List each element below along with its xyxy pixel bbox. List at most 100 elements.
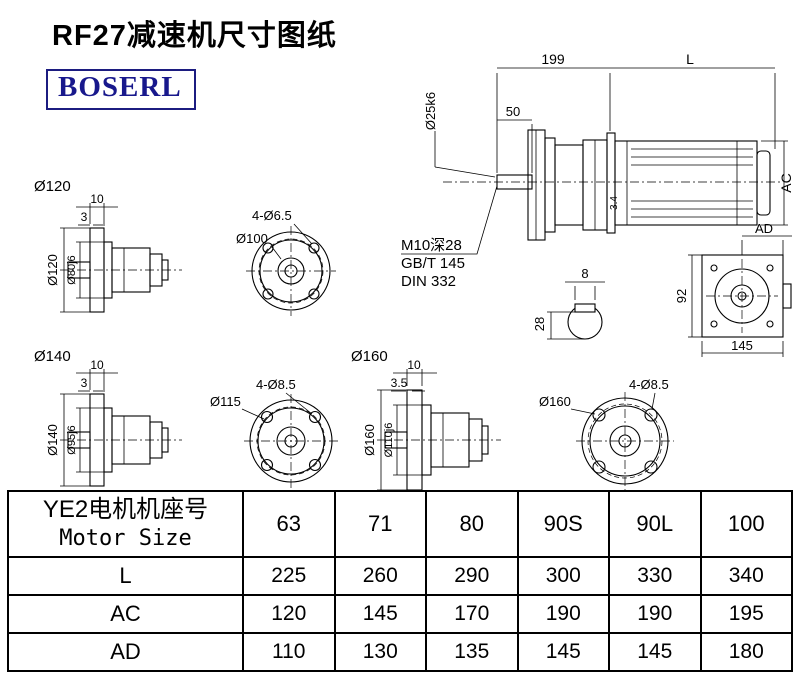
dim-ad: AD — [741, 221, 792, 255]
face-circles — [576, 392, 674, 490]
flange-140-title: Ø140 — [34, 348, 71, 365]
brand-logo-text: BOSERL — [58, 71, 182, 103]
dim-shaft-diameter: Ø25k6 — [423, 92, 496, 178]
dim-ad-label: AD — [755, 221, 773, 236]
dim-flange-thickness: 10 — [76, 358, 118, 390]
row-label-AD: AD — [7, 632, 244, 672]
bolt-holes-label: 4-Ø8.5 — [629, 377, 669, 392]
dim-step: 3 — [78, 376, 105, 392]
header-label-cn: YE2电机机座号 — [42, 496, 209, 523]
standard-note-din: DIN 332 — [401, 273, 456, 290]
size-column-90S: 90S — [516, 490, 610, 558]
flange-160-title: Ø160 — [351, 348, 388, 365]
flange-140-side-view: Ø140 10 3 Ø140 — [34, 348, 182, 487]
dim-10-label: 10 — [90, 358, 104, 372]
dim-50: 50 — [497, 104, 533, 173]
size-column-80: 80 — [425, 490, 519, 558]
dim-step: 3 — [78, 210, 105, 226]
dim-10-label: 10 — [407, 358, 421, 372]
dim-92: 92 — [674, 254, 702, 338]
dim-od-label: Ø120 — [45, 254, 60, 286]
flange-160-side-view: Ø160 10 3.5 Ø160 — [351, 348, 501, 491]
flange-od-label: Ø160 — [539, 394, 571, 409]
table-row-AC: AC 120 145 170 190 190 195 — [7, 594, 793, 634]
dim-3-label: 3.5 — [391, 376, 408, 390]
bolt-holes-label: 4-Ø6.5 — [252, 208, 292, 223]
dim-flange-thickness: 10 — [76, 192, 118, 224]
flange-face-view-160: Ø160 4-Ø8.5 — [539, 377, 674, 490]
flange-120-title: Ø120 — [34, 178, 71, 195]
table-cell: 260 — [333, 556, 427, 596]
flange-face-view-115: Ø115 4-Ø8.5 — [210, 377, 338, 488]
table-cell: 340 — [699, 556, 793, 596]
motor-end-view: AD 92 145 — [674, 221, 792, 357]
table-cell: 170 — [425, 594, 519, 634]
dim-199-label: 199 — [541, 51, 565, 67]
table-row-L: L 225 260 290 300 330 340 — [7, 556, 793, 596]
table-cell: 225 — [242, 556, 336, 596]
dim-50-label: 50 — [506, 104, 520, 119]
gearbox-housing — [527, 129, 616, 241]
dim-145: 145 — [701, 338, 784, 357]
end-view-body — [701, 254, 792, 338]
table-cell: 145 — [608, 632, 702, 672]
page-title: RF27减速机尺寸图纸 — [52, 20, 337, 52]
dim-key-width: 8 — [565, 266, 605, 300]
table-cell: 130 — [333, 632, 427, 672]
table-cell: 290 — [425, 556, 519, 596]
motor-size-header-cell: YE2电机机座号 Motor Size — [7, 490, 244, 558]
bolt-circle-label: Ø115 — [210, 394, 241, 409]
table-cell: 190 — [608, 594, 702, 634]
output-shaft — [496, 174, 533, 190]
row-label-L: L — [7, 556, 244, 596]
dim-spigot-label: Ø80j6 — [66, 255, 78, 284]
dim-bolt-circle: Ø115 — [210, 394, 265, 420]
table-cell: 135 — [425, 632, 519, 672]
dim-8-label: 8 — [581, 266, 588, 281]
face-circles — [246, 226, 336, 316]
dim-od-label: Ø160 — [362, 424, 377, 456]
size-column-100: 100 — [699, 490, 793, 558]
table-header-row: YE2电机机座号 Motor Size 63 71 80 90S 90L 100 — [7, 490, 793, 558]
motor-body — [614, 140, 771, 226]
brand-logo: BOSERL — [46, 69, 196, 110]
shaft-section — [567, 303, 603, 340]
row-label-AC: AC — [7, 594, 244, 634]
main-assembly-drawing: 199 L 50 Ø25k6 — [401, 51, 794, 290]
flange-body — [60, 227, 182, 313]
thread-note: M10深28 — [401, 237, 462, 254]
table-row-AD: AD 110 130 135 145 145 180 — [7, 632, 793, 672]
dim-28-label: 28 — [532, 317, 547, 331]
size-column-63: 63 — [242, 490, 336, 558]
dim-bolt-holes: 4-Ø8.5 — [256, 377, 313, 415]
table-cell: 195 — [699, 594, 793, 634]
standard-note-gb: GB/T 145 — [401, 255, 465, 272]
dim-L-label: L — [686, 51, 694, 67]
dim-step: 3.5 — [391, 376, 425, 392]
thread-notes: M10深28 GB/T 145 DIN 332 — [401, 185, 498, 290]
dim-spigot-label: Ø110j6 — [383, 423, 395, 458]
dim-92-label: 92 — [674, 289, 689, 303]
dim-bolt-holes: 4-Ø8.5 — [629, 377, 669, 410]
dim-flange-od: Ø120 — [45, 227, 90, 313]
shaft-key-section: 8 28 — [532, 266, 605, 340]
dim-length-top: 199 L — [496, 51, 776, 173]
dim-ac-label: AC — [778, 173, 794, 192]
dim-gap-label: 3.4 — [609, 196, 620, 210]
dim-3-label: 3 — [81, 210, 88, 224]
dim-145-label: 145 — [731, 338, 753, 353]
dim-3-label: 3 — [81, 376, 88, 390]
bolt-circle-label: Ø100 — [236, 231, 268, 246]
dim-od-label: Ø140 — [45, 424, 60, 456]
size-column-71: 71 — [333, 490, 427, 558]
header-label-en: Motor Size — [59, 526, 192, 551]
dim-bolt-circle: Ø100 — [236, 231, 282, 260]
dim-flange-thickness: 10 — [393, 358, 437, 386]
bolt-holes-label: 4-Ø8.5 — [256, 377, 296, 392]
dim-bolt-holes: 4-Ø6.5 — [252, 208, 313, 245]
flange-face-view-100: 4-Ø6.5 Ø100 — [236, 208, 336, 316]
table-cell: 180 — [699, 632, 793, 672]
face-circles — [244, 394, 338, 488]
dim-flange-od: Ø160 — [539, 394, 596, 415]
